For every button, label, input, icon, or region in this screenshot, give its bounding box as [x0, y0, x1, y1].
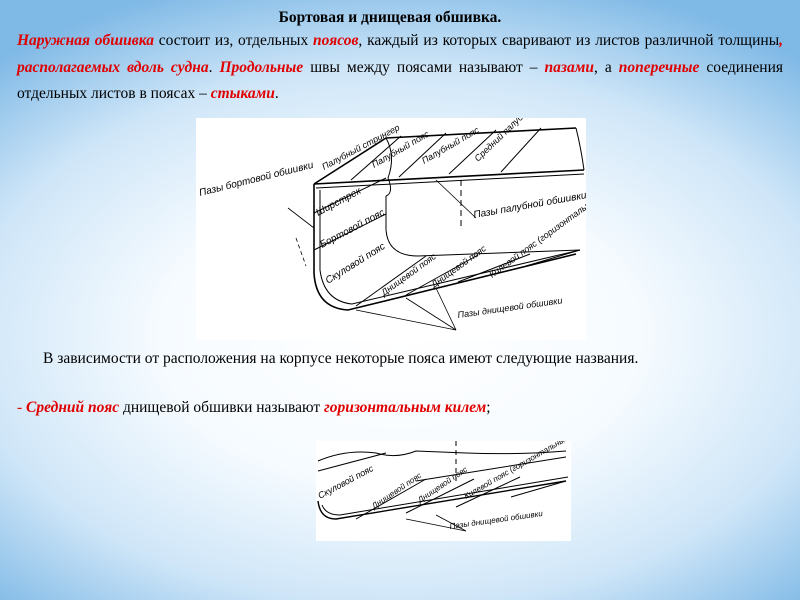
text-segment: , а	[593, 58, 619, 76]
label-bottom-seams: Пазы днищевой обшивки	[457, 295, 563, 320]
term-outer-plating: Наружная обшивка	[17, 32, 154, 49]
text-segment: днищевой обшивки называют	[119, 399, 324, 416]
text-segment: .	[208, 58, 220, 76]
hull-plating-diagram: Пазы бортовой обшивки Палубный стрингер …	[198, 85, 622, 331]
term-transverse: поперечные	[618, 58, 700, 76]
text-segment: швы между поясами называют –	[303, 58, 545, 76]
term-horizontal-keel: горизонтальным килем	[324, 399, 487, 416]
term-belts: поясов	[313, 32, 359, 49]
label-side-seams: Пазы бортовой обшивки	[198, 159, 315, 199]
text-segment: , каждый из которых сваривают из листов …	[358, 32, 780, 49]
text-segment: соединения отдельных листов в поясах –	[17, 58, 783, 103]
term-seams: пазами	[544, 58, 594, 76]
text-segment: состоит из, отдельных	[153, 32, 314, 49]
page-title: Бортовая и днищевая обшивка.	[278, 9, 502, 26]
paragraph-belt-names: В зависимости от расположения на корпусе…	[43, 350, 639, 367]
side-and-bottom-shell	[313, 184, 577, 311]
term-longitudinal: Продольные	[219, 58, 304, 76]
term-along-ship: , располагаемых вдоль судна	[17, 32, 783, 76]
text-segment: .	[274, 85, 279, 102]
figure-bottom-plating: Скуловой пояс Днищевой пояс Днищевой поя…	[316, 422, 589, 541]
label-bilge-belt: Скуловой пояс	[324, 241, 388, 286]
list-dash: -	[17, 399, 27, 416]
label-bottom-seams: Пазы днищевой обшивки	[449, 509, 544, 531]
paragraph-outer-plating: Наружная обшивка состоит из, отдельных п…	[17, 28, 783, 108]
term-butts: стыками	[210, 85, 275, 102]
bottom-shell	[317, 480, 567, 520]
term-middle-belt: Средний пояс	[26, 399, 120, 416]
label-deck-belt-2: Палубный пояс	[420, 125, 481, 166]
bottom-plating-diagram: Скуловой пояс Днищевой пояс Днищевой поя…	[316, 422, 589, 532]
label-sheer-strake: Ширстрек	[314, 185, 364, 218]
figure-hull-plating: Пазы бортовой обшивки Палубный стрингер …	[196, 85, 622, 340]
deck-front-edge	[313, 169, 585, 185]
paragraph-horizontal-keel: - Средний пояс днищевой обшивки называют…	[17, 395, 783, 422]
text-segment: ;	[486, 399, 491, 416]
